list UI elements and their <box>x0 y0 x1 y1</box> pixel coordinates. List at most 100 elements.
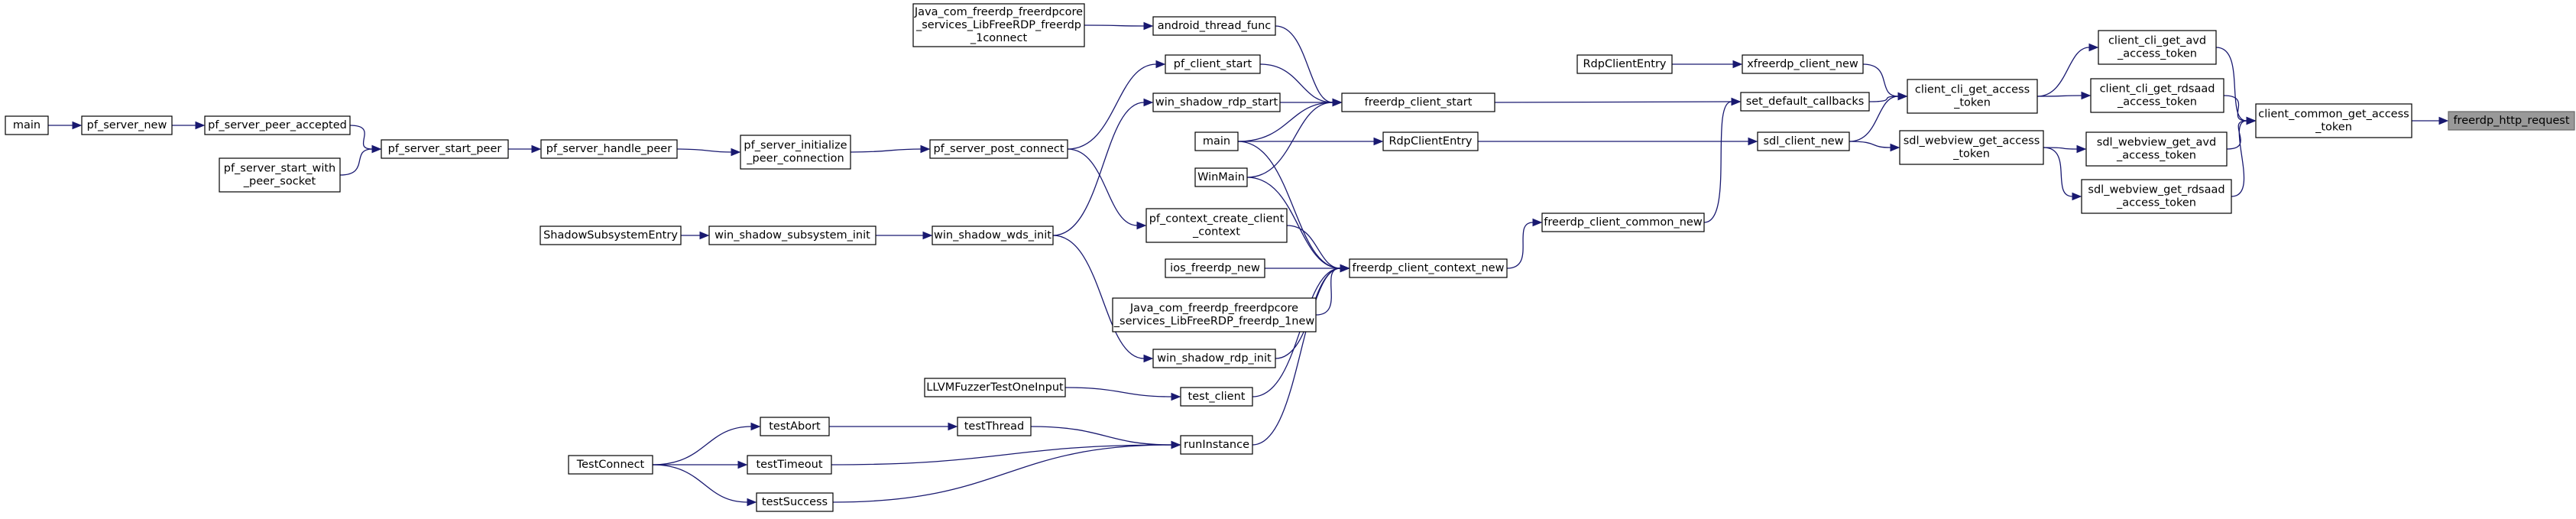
arrowhead <box>1732 60 1743 69</box>
node-label: runInstance <box>1184 439 1249 451</box>
node-label: freerdp_client_start <box>1365 96 1473 109</box>
node-freerdp-client-common-new[interactable]: freerdp_client_common_new <box>1541 212 1705 232</box>
node-sdl-webview-get-avd-access-token[interactable]: sdl_webview_get_avd_access_token <box>2085 131 2228 167</box>
arrowhead <box>922 231 933 240</box>
node-box <box>957 417 1032 436</box>
node-label: win_shadow_subsystem_init <box>714 229 870 242</box>
node-label: _access_token <box>2116 197 2196 209</box>
node-main-mid[interactable]: main <box>1194 131 1239 151</box>
edge-pf-server-handle-peer-to-pf-server-initialize-peer-connection <box>676 148 741 157</box>
node-pf-server-post-connect[interactable]: pf_server_post_connect <box>929 139 1068 159</box>
node-rdp-client-entry[interactable]: RdpClientEntry <box>1382 131 1479 151</box>
node-label: pf_client_start <box>1174 58 1252 70</box>
edge-rdp-client-entry-to-sdl-client-new <box>1478 137 1758 146</box>
node-label: testSuccess <box>762 496 828 508</box>
node-box <box>1152 349 1276 368</box>
node-test-timeout[interactable]: testTimeout <box>747 455 832 475</box>
node-box <box>81 115 173 135</box>
node-win-main[interactable]: WinMain <box>1194 167 1248 187</box>
node-box <box>1341 92 1495 112</box>
node-pf-server-start-peer[interactable]: pf_server_start_peer <box>381 139 509 159</box>
node-shadow-subsystem-entry[interactable]: ShadowSubsystemEntry <box>540 225 682 245</box>
edge-line <box>1246 177 1341 269</box>
node-box <box>1899 130 2044 165</box>
node-pf-context-create-client-context[interactable]: pf_context_create_client_context <box>1145 208 1288 243</box>
arrowhead <box>1332 98 1343 107</box>
node-box <box>1180 387 1253 407</box>
edge-line <box>1067 63 1157 150</box>
node-llvmfuzzer-test-one-input[interactable]: LLVMFuzzerTestOneInput <box>924 378 1066 397</box>
node-test-client[interactable]: test_client <box>1180 387 1253 407</box>
node-label: client_cli_get_access <box>1915 84 2030 96</box>
node-box <box>1152 16 1276 36</box>
edge-line <box>1259 63 1333 103</box>
edge-client-common-get-access-token-to-freerdp-http-request <box>2412 116 2449 125</box>
node-client-cli-get-avd-access-token[interactable]: client_cli_get_avd_access_token <box>2098 30 2217 65</box>
node-test-thread[interactable]: testThread <box>957 417 1032 436</box>
node-pf-server-peer-accepted[interactable]: pf_server_peer_accepted <box>204 115 351 135</box>
node-freerdp-client-context-new[interactable]: freerdp_client_context_new <box>1349 258 1508 278</box>
node-sdl-webview-get-rdsaad-access-token[interactable]: sdl_webview_get_rdsaad_access_token <box>2081 179 2232 214</box>
node-label: ios_freerdp_new <box>1170 262 1260 274</box>
node-box <box>1740 92 1870 112</box>
edge-test-connect-to-test-abort <box>652 422 761 465</box>
node-java-freerdp-new[interactable]: Java_com_freerdp_freerdpcore_services_Li… <box>1112 297 1317 332</box>
node-set-default-callbacks[interactable]: set_default_callbacks <box>1740 92 1870 112</box>
node-label: _token <box>1953 97 1991 109</box>
node-box <box>756 492 834 512</box>
node-client-cli-get-rdsaad-access-token[interactable]: client_cli_get_rdsaad_access_token <box>2090 78 2224 113</box>
node-pf-client-start[interactable]: pf_client_start <box>1165 54 1261 74</box>
node-box <box>540 225 682 245</box>
node-label: _access_token <box>2116 150 2196 162</box>
edge-line <box>2223 95 2247 122</box>
node-android-thread-func[interactable]: android_thread_func <box>1152 16 1276 36</box>
node-label: sdl_webview_get_access <box>1904 135 2040 148</box>
edge-sdl-webview-get-rdsaad-access-token-to-client-common-get-access-token <box>2231 116 2257 197</box>
node-box <box>381 139 509 159</box>
edge-line <box>1030 426 1172 446</box>
edge-line <box>1237 102 1333 142</box>
node-test-abort[interactable]: testAbort <box>760 417 830 436</box>
edge-sdl-webview-get-access-token-to-sdl-webview-get-avd-access-token <box>2043 144 2087 154</box>
node-freerdp-client-start[interactable]: freerdp_client_start <box>1341 92 1495 112</box>
node-label: pf_server_peer_accepted <box>208 119 347 131</box>
node-pf-server-handle-peer[interactable]: pf_server_handle_peer <box>540 139 678 159</box>
edge-java-freerdp-new-to-freerdp-client-context-new <box>1315 264 1350 316</box>
node-ios-freerdp-new[interactable]: ios_freerdp_new <box>1165 258 1265 278</box>
node-client-common-get-access-token[interactable]: client_common_get_access_token <box>2255 103 2412 138</box>
node-win-shadow-subsystem-init[interactable]: win_shadow_subsystem_init <box>708 225 876 245</box>
node-test-success[interactable]: testSuccess <box>756 492 834 512</box>
edge-line <box>2226 120 2247 150</box>
arrowhead <box>371 144 382 154</box>
node-client-cli-get-access-token[interactable]: client_cli_get_access_token <box>1907 79 2038 114</box>
edge-line <box>1237 141 1341 269</box>
node-java-connect[interactable]: Java_com_freerdp_freerdpcore_services_Li… <box>912 3 1085 47</box>
node-label: TestConnect <box>576 459 645 471</box>
node-label: client_cli_get_avd <box>2108 35 2206 47</box>
arrowhead <box>2072 192 2082 201</box>
node-label: testTimeout <box>756 459 822 471</box>
node-main-left[interactable]: main <box>5 115 49 135</box>
node-win-shadow-rdp-init[interactable]: win_shadow_rdp_init <box>1152 349 1276 368</box>
node-xfreerdp-client-new[interactable]: xfreerdp_client_new <box>1742 54 1864 74</box>
node-test-connect[interactable]: TestConnect <box>568 455 653 475</box>
node-pf-server-new[interactable]: pf_server_new <box>81 115 173 135</box>
arrowhead <box>1143 21 1154 31</box>
node-win-shadow-rdp-start[interactable]: win_shadow_rdp_start <box>1152 92 1281 112</box>
node-pf-server-start-with-peer-socket[interactable]: pf_server_start_with_peer_socket <box>219 157 341 193</box>
arrowhead <box>1155 60 1166 69</box>
node-win-shadow-wds-init[interactable]: win_shadow_wds_init <box>932 225 1054 245</box>
node-freerdp-http-request[interactable]: freerdp_http_request <box>2448 111 2575 131</box>
node-box <box>1742 54 1864 74</box>
arrowhead <box>1171 440 1181 449</box>
node-sdl-client-new[interactable]: sdl_client_new <box>1757 131 1850 151</box>
node-pf-server-initialize-peer-connection[interactable]: pf_server_initialize_peer_connection <box>740 135 851 170</box>
edge-test-abort-to-test-thread <box>829 422 958 431</box>
node-label: pf_server_new <box>87 119 167 131</box>
node-label: freerdp_http_request <box>2453 115 2569 127</box>
edge-run-instance-to-freerdp-client-context-new <box>1252 264 1350 446</box>
node-run-instance[interactable]: runInstance <box>1180 435 1253 455</box>
node-sdl-webview-get-access-token[interactable]: sdl_webview_get_access_token <box>1899 130 2044 165</box>
node-rdp-client-entry-top[interactable]: RdpClientEntry <box>1576 54 1673 74</box>
